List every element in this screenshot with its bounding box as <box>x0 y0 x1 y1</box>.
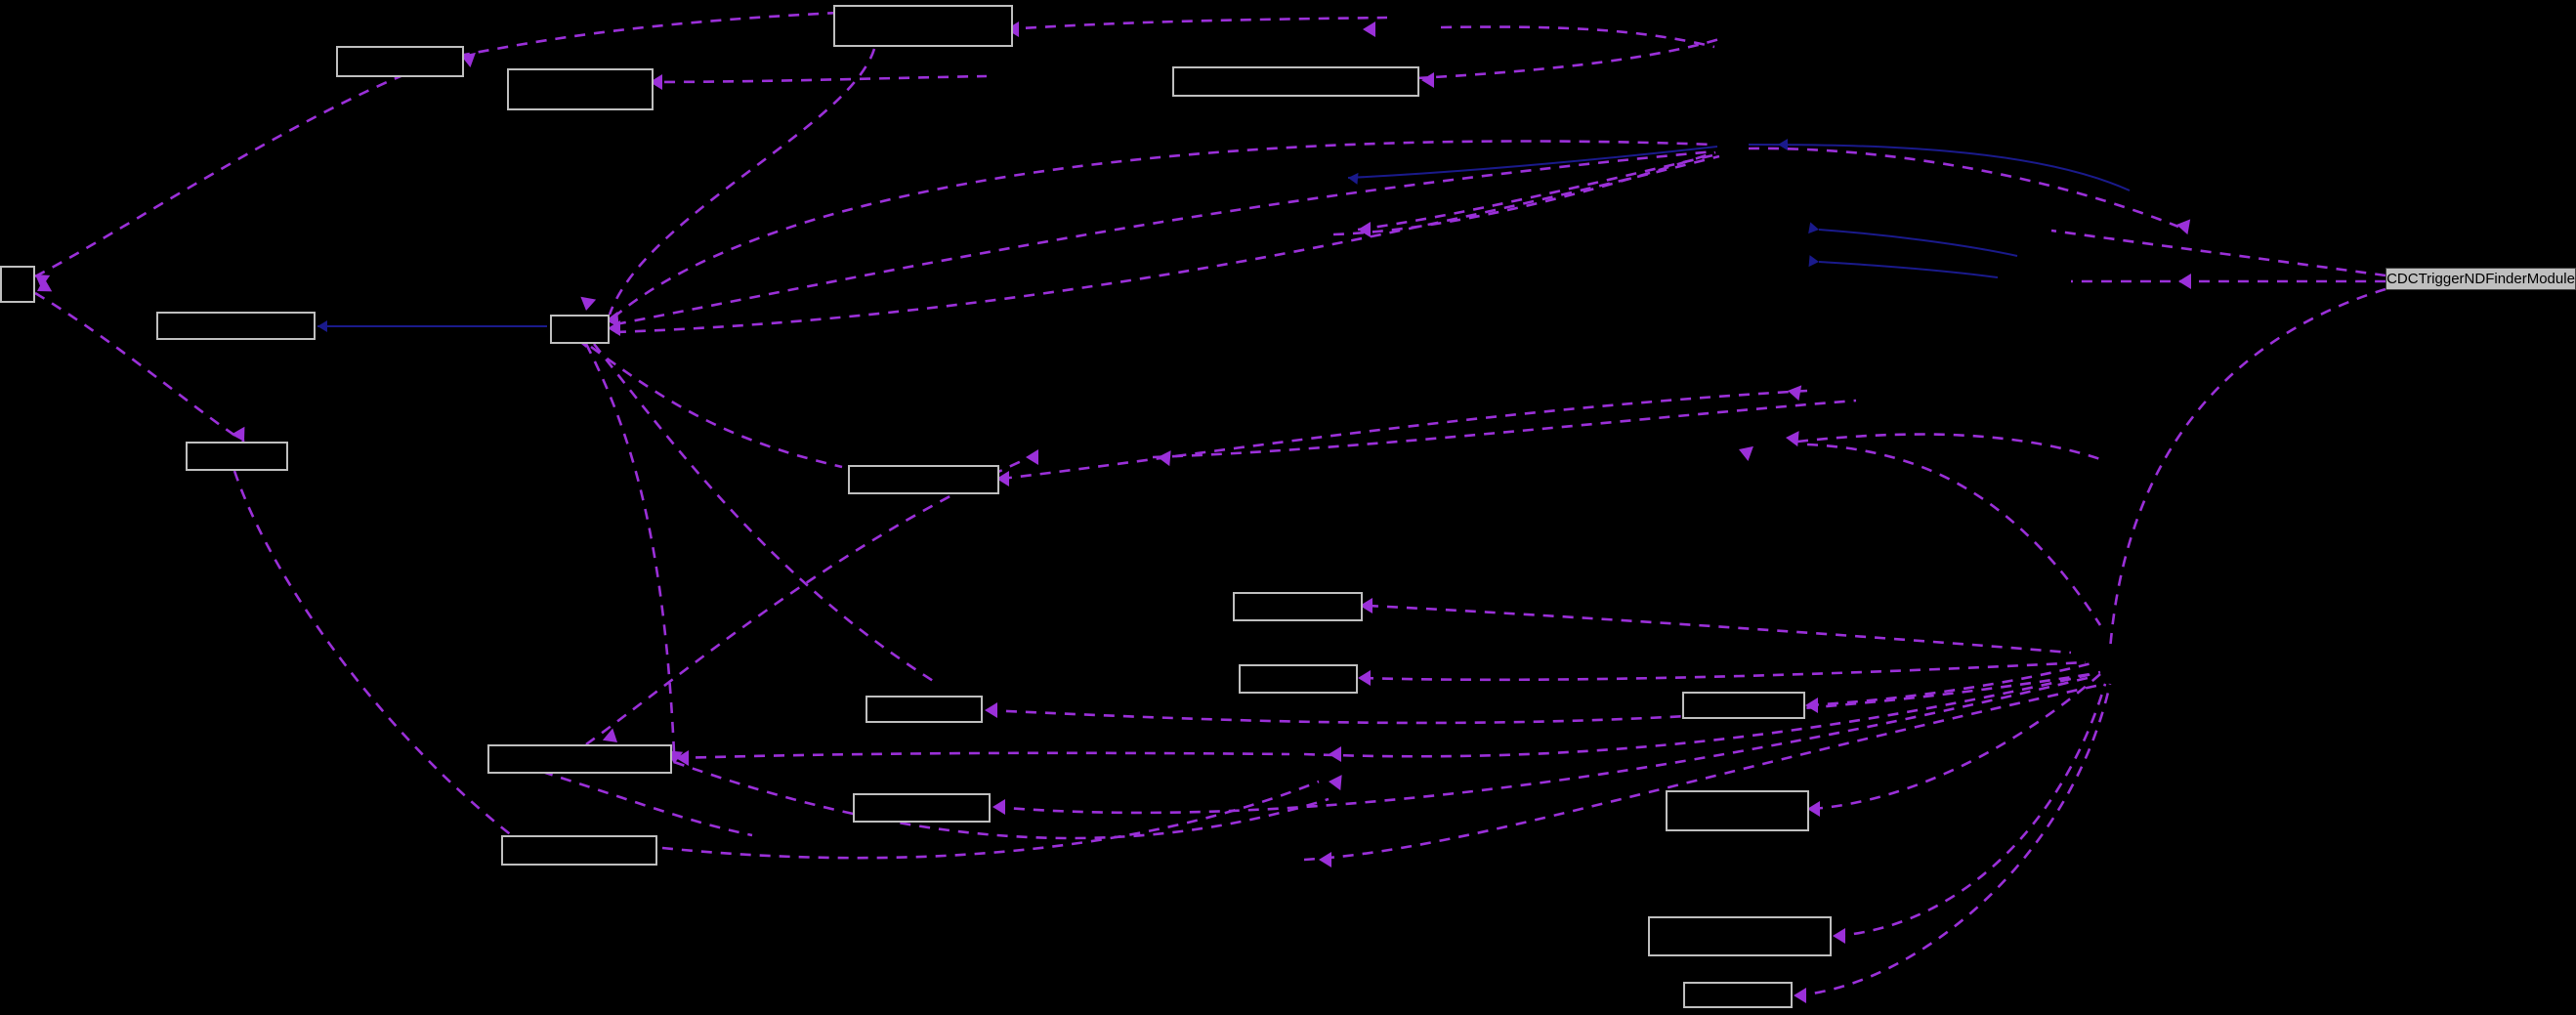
graph-node[interactable] <box>0 266 35 303</box>
graph-node[interactable] <box>1172 66 1419 97</box>
graph-node[interactable] <box>156 312 316 340</box>
graph-node[interactable] <box>848 465 999 494</box>
graph-node-label: CDCTriggerNDFinderModule <box>2386 271 2575 287</box>
graph-node[interactable] <box>866 696 983 723</box>
graph-node[interactable] <box>487 744 672 774</box>
graph-node[interactable] <box>1648 916 1832 956</box>
graph-node[interactable] <box>1239 664 1358 694</box>
graph-node[interactable] <box>501 835 657 866</box>
graph-node[interactable] <box>1682 692 1805 719</box>
graph-node[interactable] <box>1233 592 1363 621</box>
graph-node[interactable] <box>1683 982 1793 1008</box>
graph-node[interactable] <box>550 315 610 344</box>
graph-node[interactable] <box>507 68 654 110</box>
graph-node-current[interactable]: CDCTriggerNDFinderModule <box>2386 268 2576 290</box>
graph-node[interactable] <box>853 793 991 823</box>
graph-node[interactable] <box>1666 790 1809 831</box>
graph-node[interactable] <box>336 46 464 77</box>
graph-node[interactable] <box>833 5 1013 47</box>
graph-node[interactable] <box>186 442 288 471</box>
